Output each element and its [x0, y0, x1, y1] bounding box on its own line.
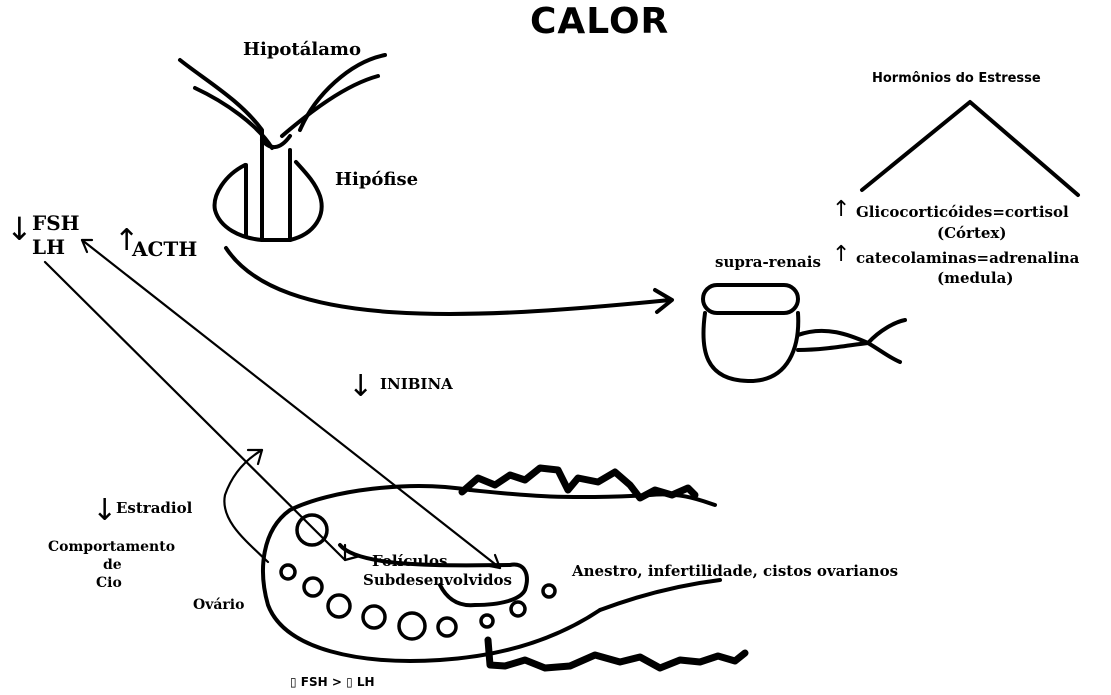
adrenal-gland-shape — [703, 285, 905, 381]
pituitary-label: Hipófise — [335, 170, 418, 190]
medulla-label: (medula) — [937, 270, 1013, 287]
estradiol-down-arrow: ↓ — [92, 494, 117, 527]
follicles-label-line1: Folículos — [372, 553, 447, 570]
outcomes-label: Anestro, infertilidade, cistos ovarianos — [572, 563, 898, 580]
fsh-lh-down-arrow: ↓ — [6, 212, 33, 247]
adrenals-label: supra-renais — [715, 254, 821, 271]
glucocorticoids-up-arrow: ↑ — [832, 198, 850, 222]
acth-label: ACTH — [132, 238, 197, 260]
hypothalamus-label: Hipotálamo — [243, 40, 361, 60]
catecholamines-up-arrow: ↑ — [832, 243, 850, 267]
fsh-lh-ratio-label: ▯ FSH > ▯ LH — [290, 676, 375, 689]
behavior-label-line1: Comportamento — [48, 540, 175, 555]
cortex-label: (Córtex) — [937, 225, 1006, 242]
catecholamines-label: catecolaminas=adrenalina — [856, 250, 1079, 267]
acth-to-adrenal-curve — [226, 248, 670, 314]
fsh-label: FSH — [32, 212, 80, 234]
glucocorticoids-label: Glicocorticóides=cortisol — [856, 204, 1069, 221]
stress-hormones-label: Hormônios do Estresse — [872, 72, 1041, 86]
lh-label: LH — [32, 236, 65, 258]
inhibin-down-arrow: ↓ — [348, 370, 373, 403]
inhibin-label: INIBINA — [380, 376, 453, 393]
behavior-label-line3: Cio — [96, 576, 122, 591]
page-title: CALOR — [530, 2, 669, 42]
follicles-label-line2: Subdesenvolvidos — [363, 572, 512, 589]
hypothalamus-pituitary-shape — [180, 55, 385, 240]
stress-hormones-tree — [862, 102, 1078, 195]
estradiol-label: Estradiol — [116, 500, 192, 517]
estradiol-feedback-curve — [224, 450, 268, 562]
ovary-label: Ovário — [193, 598, 244, 613]
behavior-label-line2: de — [103, 558, 122, 573]
